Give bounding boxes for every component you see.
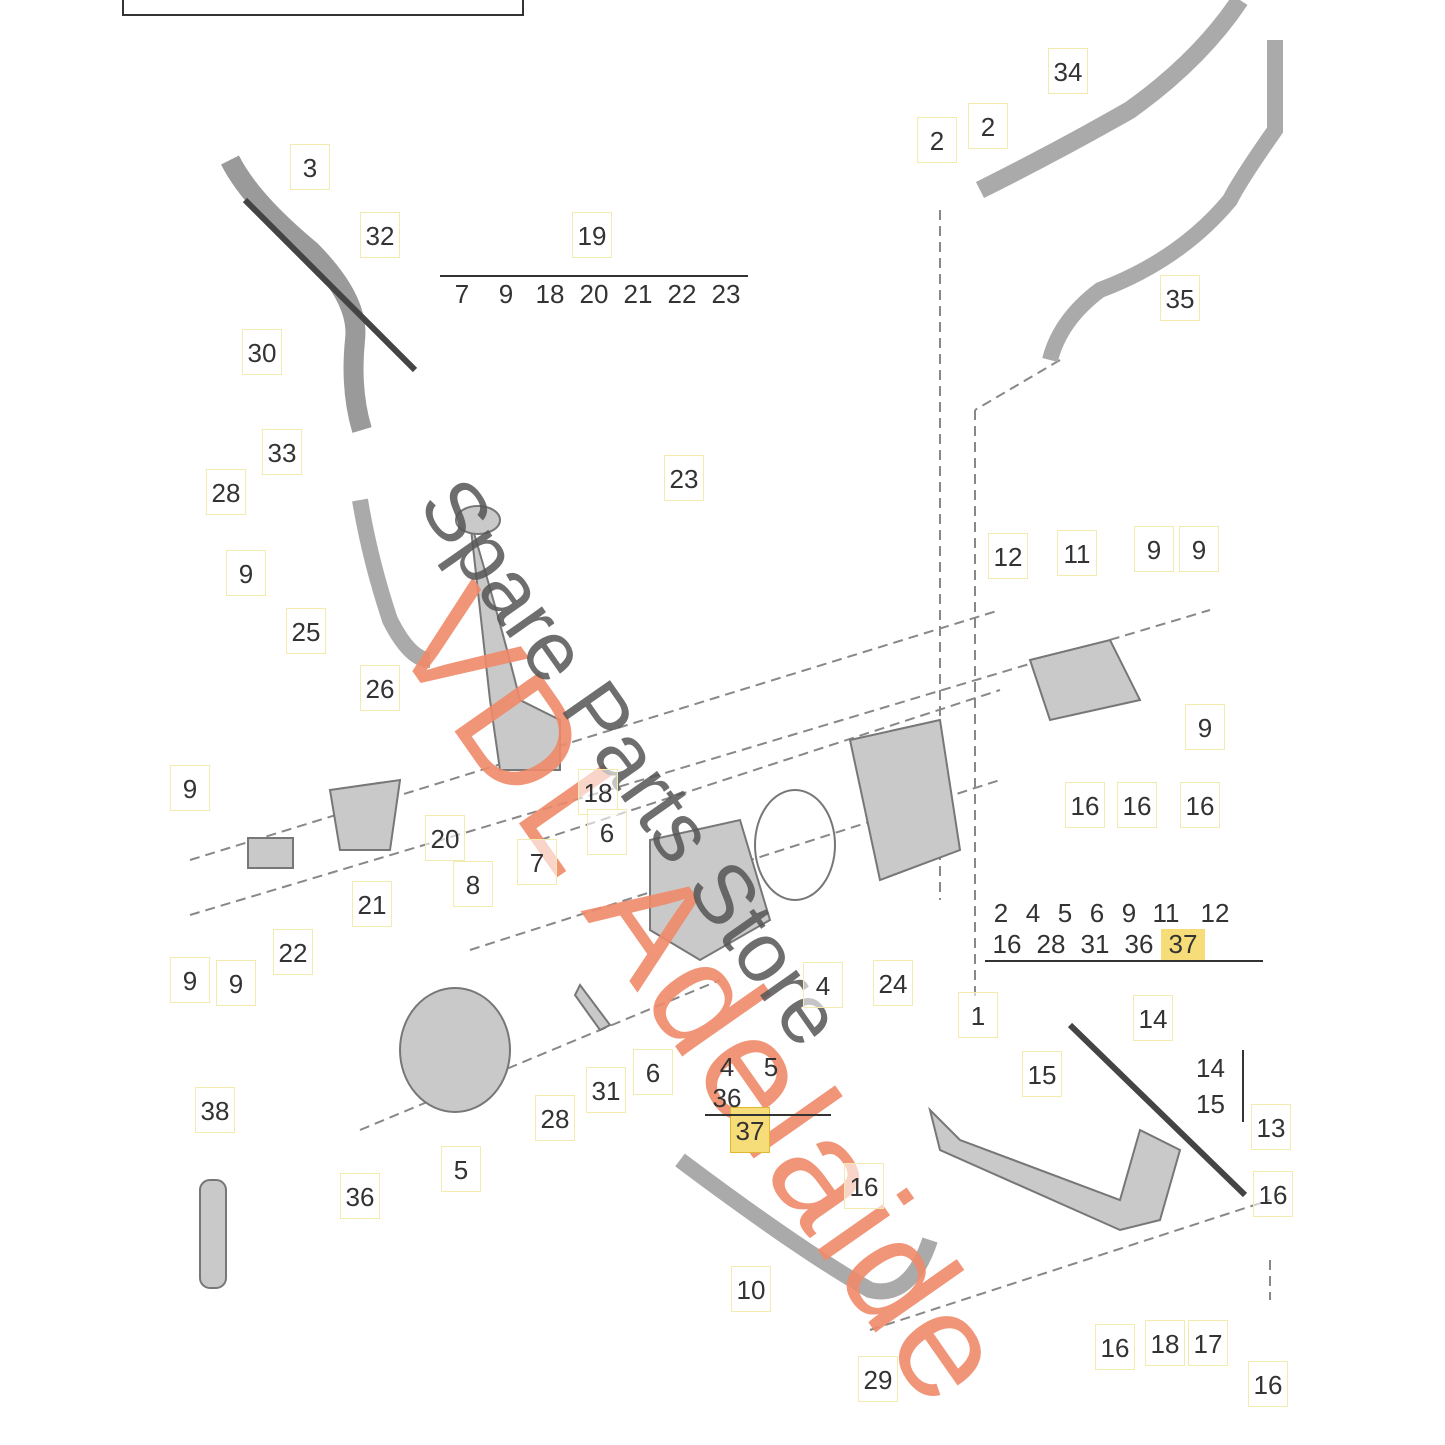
callout[interactable]: 31 — [1080, 929, 1110, 959]
callout[interactable]: 24 — [873, 960, 913, 1006]
callout[interactable]: 21 — [352, 881, 392, 927]
callout[interactable]: 9 — [170, 765, 210, 811]
callout[interactable]: 17 — [1188, 1320, 1228, 1366]
callout[interactable]: 36 — [340, 1173, 380, 1219]
callout[interactable]: 13 — [1251, 1104, 1291, 1150]
callout[interactable]: 12 — [1200, 898, 1230, 928]
callout[interactable]: 2 — [993, 898, 1009, 928]
callout[interactable]: 26 — [360, 665, 400, 711]
callout[interactable]: 16 — [1248, 1361, 1288, 1407]
callout[interactable]: 28 — [1036, 929, 1066, 959]
callout[interactable]: 4 — [1025, 898, 1041, 928]
callout[interactable]: 7 — [517, 839, 557, 885]
callout[interactable]: 9 — [170, 957, 210, 1003]
callout[interactable]: 14 — [1133, 995, 1173, 1041]
callout[interactable]: 9 — [1185, 704, 1225, 750]
callout[interactable]: 28 — [206, 469, 246, 515]
callout[interactable]: 9 — [1179, 526, 1219, 572]
callout[interactable]: 22 — [667, 279, 697, 309]
callout[interactable]: 25 — [286, 608, 326, 654]
callout[interactable]: 2 — [917, 117, 957, 163]
callout[interactable]: 31 — [586, 1067, 626, 1113]
top-frame — [122, 0, 524, 16]
callout[interactable]: 36 — [712, 1083, 742, 1113]
callout[interactable]: 16 — [844, 1163, 884, 1209]
callout[interactable]: 3 — [290, 144, 330, 190]
callout[interactable]: 34 — [1048, 48, 1088, 94]
callout[interactable]: 15 — [1022, 1051, 1062, 1097]
callout[interactable]: 14 — [1196, 1053, 1225, 1083]
callout[interactable]: 9 — [1121, 898, 1137, 928]
callout[interactable]: 8 — [453, 861, 493, 907]
callout[interactable]: 9 — [216, 960, 256, 1006]
callout[interactable]: 1 — [958, 992, 998, 1038]
callout[interactable]: 9 — [498, 279, 514, 309]
callout[interactable]: 10 — [731, 1266, 771, 1312]
callout[interactable]: 21 — [623, 279, 653, 309]
callout[interactable]: 23 — [711, 279, 741, 309]
callout[interactable]: 6 — [587, 809, 627, 855]
callout[interactable]: 4 — [719, 1052, 735, 1082]
callout[interactable]: 35 — [1160, 275, 1200, 321]
callout[interactable]: 5 — [441, 1146, 481, 1192]
callout[interactable]: 5 — [1057, 898, 1073, 928]
callout[interactable]: 11 — [1057, 530, 1097, 576]
callout[interactable]: 6 — [1089, 898, 1105, 928]
callout[interactable]: 6 — [633, 1049, 673, 1095]
callout-highlighted[interactable]: 37 — [1161, 929, 1205, 960]
callout[interactable]: 15 — [1196, 1089, 1225, 1119]
callout[interactable]: 38 — [195, 1087, 235, 1133]
callout[interactable]: 28 — [535, 1095, 575, 1141]
callout[interactable]: 18 — [535, 279, 565, 309]
callout[interactable]: 12 — [988, 533, 1028, 579]
callout[interactable]: 11 — [1152, 898, 1180, 928]
callout[interactable]: 16 — [1180, 782, 1220, 828]
callout[interactable]: 19 — [572, 212, 612, 258]
callout[interactable]: 18 — [1145, 1320, 1185, 1366]
callout[interactable]: 33 — [262, 429, 302, 475]
callout[interactable]: 16 — [1253, 1171, 1293, 1217]
callout[interactable]: 20 — [425, 815, 465, 861]
callout[interactable]: 16 — [1117, 782, 1157, 828]
callout[interactable]: 2 — [968, 103, 1008, 149]
callout[interactable]: 16 — [1095, 1324, 1135, 1370]
callout[interactable]: 5 — [763, 1052, 779, 1082]
callout-group-13: 14 15 — [1196, 1050, 1244, 1122]
callout[interactable]: 30 — [242, 329, 282, 375]
callout[interactable]: 9 — [226, 550, 266, 596]
callout[interactable]: 29 — [858, 1356, 898, 1402]
callout[interactable]: 7 — [454, 279, 470, 309]
callout[interactable]: 4 — [803, 962, 843, 1008]
callout[interactable]: 23 — [664, 455, 704, 501]
callout[interactable]: 16 — [1065, 782, 1105, 828]
callout[interactable]: 32 — [360, 212, 400, 258]
callout[interactable]: 9 — [1134, 526, 1174, 572]
callout[interactable]: 16 — [992, 929, 1022, 959]
callout[interactable]: 36 — [1124, 929, 1154, 959]
callout[interactable]: 22 — [273, 929, 313, 975]
callout[interactable]: 20 — [579, 279, 609, 309]
